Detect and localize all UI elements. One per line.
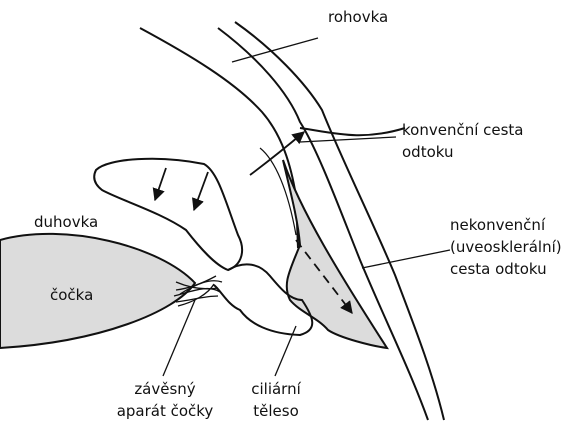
- lens-shape: [0, 234, 195, 348]
- label-ciliary-line2: těleso: [236, 402, 316, 421]
- conventional-outflow-arrow: [250, 132, 304, 175]
- leader-conventional: [300, 137, 396, 142]
- leader-zonule: [163, 300, 195, 376]
- cornea-outer-curve: [218, 28, 428, 420]
- label-unconventional-line3: cesta odtoku: [450, 260, 547, 279]
- label-zonule-line2: aparát čočky: [100, 402, 230, 421]
- label-cornea: rohovka: [328, 8, 388, 27]
- label-conventional-line2: odtoku: [402, 143, 454, 162]
- label-conventional-line1: konvenční cesta: [402, 121, 524, 140]
- sclera-outer-curve: [235, 22, 444, 420]
- scleral-spur-curve: [300, 128, 405, 135]
- label-ciliary-line1: ciliární: [236, 380, 316, 399]
- ciliary-body-shape: [283, 160, 387, 348]
- label-unconventional-line2: (uveosklerální): [450, 238, 562, 257]
- label-unconventional-line1: nekonvenční: [450, 216, 545, 235]
- label-iris: duhovka: [34, 213, 98, 232]
- label-zonule-line1: závěsný: [100, 380, 230, 399]
- leader-unconventional: [362, 250, 450, 268]
- label-lens: čočka: [50, 286, 93, 305]
